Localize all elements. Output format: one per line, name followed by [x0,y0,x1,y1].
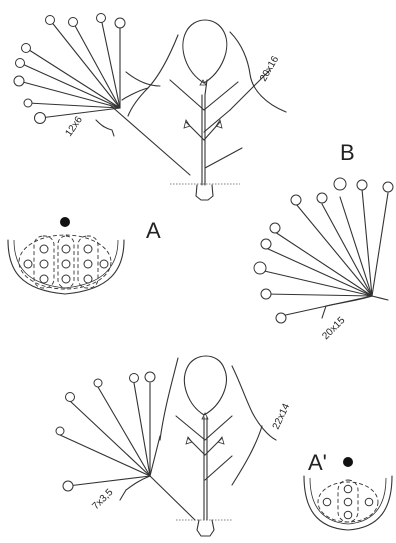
panel-a-diagram: 20x16 12x6 [13,13,287,201]
panel-a-floral-diagram [7,217,125,295]
panel-a-scale: 20x16 [258,54,281,83]
panel-b-diagram: 20x15 [253,177,394,342]
panel-a-flower-fan [13,13,126,137]
panel-a-prime-letter: A' [308,450,327,475]
panel-a-prime-floral-diagram [303,457,393,531]
panel-a-prime-diagram: 22x14 7x3,5 [55,355,293,537]
panel-a-prime-flower-fan [55,371,196,521]
panel-a-detail-scale: 12x6 [63,114,85,138]
panel-a-prime-detail-scale: 7x3,5 [90,487,115,512]
panel-b-letter: B [340,140,355,165]
panel-b-scale: 20x15 [320,315,347,342]
panel-a-prime-scale: 22x14 [271,402,293,432]
panel-a-letter: A [146,218,161,243]
